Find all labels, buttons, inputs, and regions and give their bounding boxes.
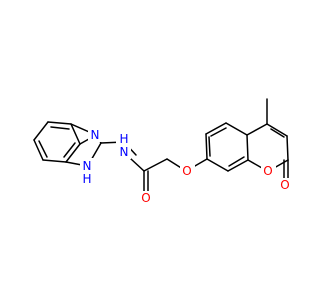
bond	[33, 121, 49, 141]
ether-oxygen: O	[180, 163, 195, 178]
bond	[273, 159, 289, 169]
bond	[246, 134, 249, 161]
carbonyl-oxygen-label: O	[141, 191, 150, 205]
bond	[33, 139, 44, 161]
imidazole-nitrogen-label: N	[91, 128, 100, 142]
bond	[228, 156, 245, 167]
bond	[42, 159, 67, 163]
bond	[210, 127, 227, 137]
imidazole-nh-nitrogen-label: N	[83, 159, 92, 173]
bond	[208, 136, 211, 157]
bond	[247, 159, 263, 169]
imidazole-hydrogen-label: H	[82, 172, 91, 186]
ring-oxygen-label: O	[263, 164, 272, 178]
bond	[246, 123, 268, 136]
amide-hydrogen-label: H	[119, 132, 128, 146]
bond	[47, 121, 72, 125]
bond	[143, 158, 168, 172]
carbonyl-oxygen: O	[139, 191, 154, 206]
ether-oxygen-label: O	[182, 164, 191, 178]
imidazole-nh-nitrogen: N	[80, 158, 95, 173]
atom-label-layer: N H N N H O O O	[80, 127, 293, 206]
amide-hydrogen: H	[116, 132, 131, 146]
molecule-structure: N H N N H O O O	[33, 98, 293, 206]
bond	[63, 142, 76, 158]
bond	[227, 159, 249, 172]
bond	[65, 161, 83, 166]
bond	[286, 135, 289, 161]
bond	[206, 158, 229, 172]
imidazole-hydrogen: H	[80, 171, 95, 186]
bond	[70, 123, 81, 145]
bond-layer	[33, 98, 289, 192]
bond	[65, 143, 81, 163]
bond	[205, 122, 227, 135]
amide-nitrogen-label: N	[120, 145, 129, 159]
bond	[270, 128, 285, 138]
bond	[38, 140, 48, 158]
bond	[50, 126, 70, 130]
bond	[266, 123, 288, 137]
amide-nitrogen: N	[116, 144, 131, 159]
lactone-oxygen: O	[278, 178, 293, 193]
bond	[130, 158, 145, 172]
ring-oxygen: O	[261, 163, 276, 178]
bond	[225, 122, 248, 136]
bond	[205, 133, 208, 160]
lactone-oxygen-label: O	[280, 178, 289, 192]
imidazole-nitrogen: N	[88, 127, 102, 142]
